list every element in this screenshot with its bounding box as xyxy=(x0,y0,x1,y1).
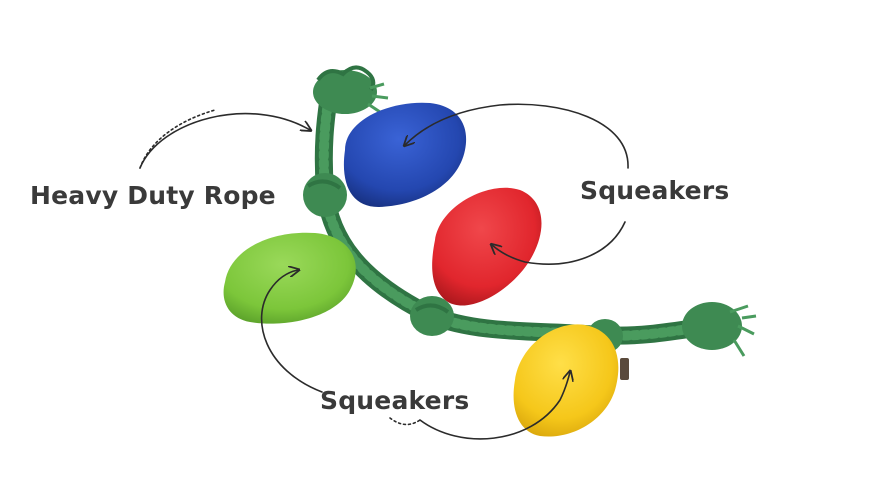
callout-heavy-duty-rope: Heavy Duty Rope xyxy=(30,181,276,210)
arrow-curve-icon xyxy=(405,103,629,169)
arrow-curve-icon xyxy=(492,221,626,265)
callout-squeakers-bottom: Squeakers xyxy=(320,386,470,415)
light-bulb-plush-icon xyxy=(343,102,467,208)
tag xyxy=(620,358,629,380)
arrow-curve-icon xyxy=(139,109,310,169)
callout-squeakers-right: Squeakers xyxy=(580,176,730,205)
light-bulb-plush-icon xyxy=(432,187,542,306)
rope-knot-icon xyxy=(303,173,347,217)
rope-knot-icon xyxy=(682,302,757,357)
arrow-curve-icon xyxy=(260,270,323,393)
rope-knot-icon xyxy=(410,296,454,336)
arrow-curve-icon xyxy=(389,372,570,440)
light-bulb-plush-icon xyxy=(223,232,356,324)
rope-knot-icon xyxy=(313,65,389,114)
